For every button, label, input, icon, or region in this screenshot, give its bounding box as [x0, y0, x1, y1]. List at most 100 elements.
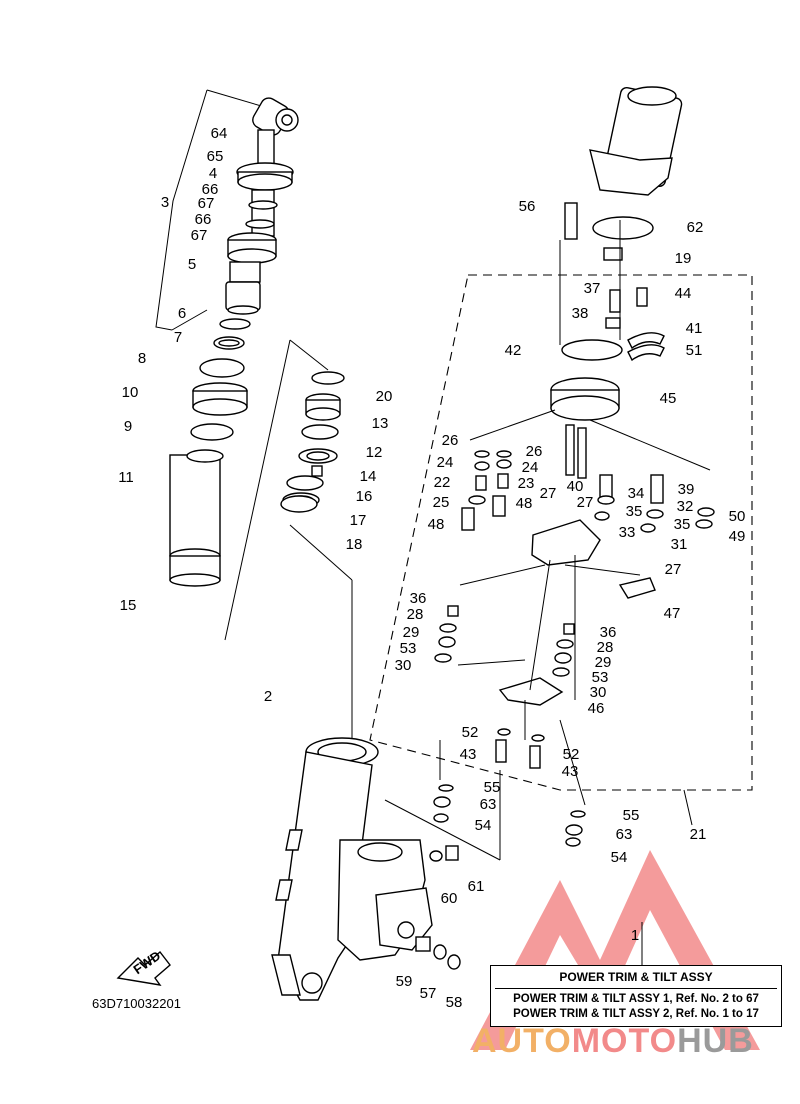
watermark-hub: HUB	[677, 1022, 754, 1060]
callout-29: 29	[403, 624, 420, 641]
group-3-bracket	[155, 89, 269, 331]
callout-31: 31	[671, 536, 688, 553]
callout-65: 65	[207, 148, 224, 165]
callout-22: 22	[434, 474, 451, 491]
callout-38: 38	[572, 305, 589, 322]
callout-48: 48	[516, 495, 533, 512]
callout-27: 27	[577, 494, 594, 511]
watermark-moto: MOTO	[571, 1022, 678, 1060]
callout-3: 3	[161, 194, 169, 211]
callout-11: 11	[118, 469, 134, 486]
callout-55: 55	[484, 779, 501, 796]
callout-66: 66	[202, 181, 219, 198]
callout-10: 10	[122, 384, 139, 401]
callout-20: 20	[376, 388, 393, 405]
callout-55: 55	[623, 807, 640, 824]
callout-8: 8	[138, 350, 146, 367]
callout-63: 63	[480, 796, 497, 813]
callout-7: 7	[174, 329, 182, 346]
guide-lines	[384, 220, 711, 965]
callout-53: 53	[592, 669, 609, 686]
callout-50: 50	[729, 508, 746, 525]
callout-1: 1	[631, 927, 639, 944]
callout-46: 46	[588, 700, 605, 717]
callout-23: 23	[518, 475, 535, 492]
drawing-code: 63D710032201	[92, 996, 181, 1011]
callout-21: 21	[690, 826, 707, 843]
callout-34: 34	[628, 485, 645, 502]
callout-62: 62	[687, 219, 704, 236]
callout-26: 26	[442, 432, 459, 449]
callout-45: 45	[660, 390, 677, 407]
tilt-rod-assembly	[169, 97, 299, 587]
callout-6: 6	[178, 305, 186, 322]
callout-64: 64	[211, 125, 228, 142]
callout-44: 44	[675, 285, 692, 302]
callout-61: 61	[468, 878, 485, 895]
callout-33: 33	[619, 524, 636, 541]
watermark-logo	[470, 850, 760, 1050]
legend-line-1: POWER TRIM & TILT ASSY 1, Ref. No. 2 to …	[513, 993, 759, 1005]
group-21-boundary	[369, 274, 753, 791]
callout-60: 60	[441, 890, 458, 907]
assembly-legend: POWER TRIM & TILT ASSY POWER TRIM & TILT…	[490, 965, 782, 1027]
callout-41: 41	[686, 320, 703, 337]
callout-39: 39	[678, 481, 695, 498]
main-housing	[271, 737, 433, 1001]
callout-67: 67	[191, 227, 208, 244]
callout-2: 2	[264, 688, 272, 705]
callout-40: 40	[567, 478, 584, 495]
callout-14: 14	[360, 468, 377, 485]
callout-36: 36	[410, 590, 427, 607]
callout-59: 59	[396, 973, 413, 990]
callout-42: 42	[505, 342, 522, 359]
callout-27: 27	[540, 485, 557, 502]
callout-25: 25	[433, 494, 450, 511]
callout-36: 36	[600, 624, 617, 641]
callout-37: 37	[584, 280, 601, 297]
callout-18: 18	[346, 536, 363, 553]
watermark-text: AUTOMOTOHUB	[472, 1022, 754, 1061]
valve-body	[415, 287, 715, 970]
callout-48: 48	[428, 516, 445, 533]
callout-28: 28	[407, 606, 424, 623]
callout-13: 13	[372, 415, 389, 432]
callout-54: 54	[475, 817, 492, 834]
callout-4: 4	[209, 165, 217, 182]
callout-67: 67	[198, 195, 215, 212]
legend-title: POWER TRIM & TILT ASSY	[559, 970, 713, 984]
watermark-auto: AUTO	[472, 1022, 572, 1060]
callout-24: 24	[437, 454, 454, 471]
callout-32: 32	[677, 498, 694, 515]
callout-12: 12	[366, 444, 383, 461]
fwd-arrow: FWD	[116, 948, 171, 986]
callout-49: 49	[729, 528, 746, 545]
legend-divider	[495, 988, 777, 989]
callout-15: 15	[120, 597, 137, 614]
legend-line-2: POWER TRIM & TILT ASSY 2, Ref. No. 1 to …	[513, 1008, 759, 1020]
callout-66: 66	[195, 211, 212, 228]
callout-47: 47	[664, 605, 681, 622]
callout-52: 52	[462, 724, 479, 741]
callout-53: 53	[400, 640, 417, 657]
callout-63: 63	[616, 826, 633, 843]
trim-motor	[564, 86, 683, 261]
callout-27: 27	[665, 561, 682, 578]
callout-35: 35	[626, 503, 643, 520]
callout-54: 54	[611, 849, 628, 866]
callout-26: 26	[526, 443, 543, 460]
callout-51: 51	[686, 342, 703, 359]
callout-56: 56	[519, 198, 536, 215]
callout-52: 52	[563, 746, 580, 763]
callout-30: 30	[395, 657, 412, 674]
callout-19: 19	[675, 250, 692, 267]
seal-stack	[280, 371, 345, 513]
callout-5: 5	[188, 256, 196, 273]
callout-30: 30	[590, 684, 607, 701]
callout-35: 35	[674, 516, 691, 533]
callout-43: 43	[562, 763, 579, 780]
callout-24: 24	[522, 459, 539, 476]
